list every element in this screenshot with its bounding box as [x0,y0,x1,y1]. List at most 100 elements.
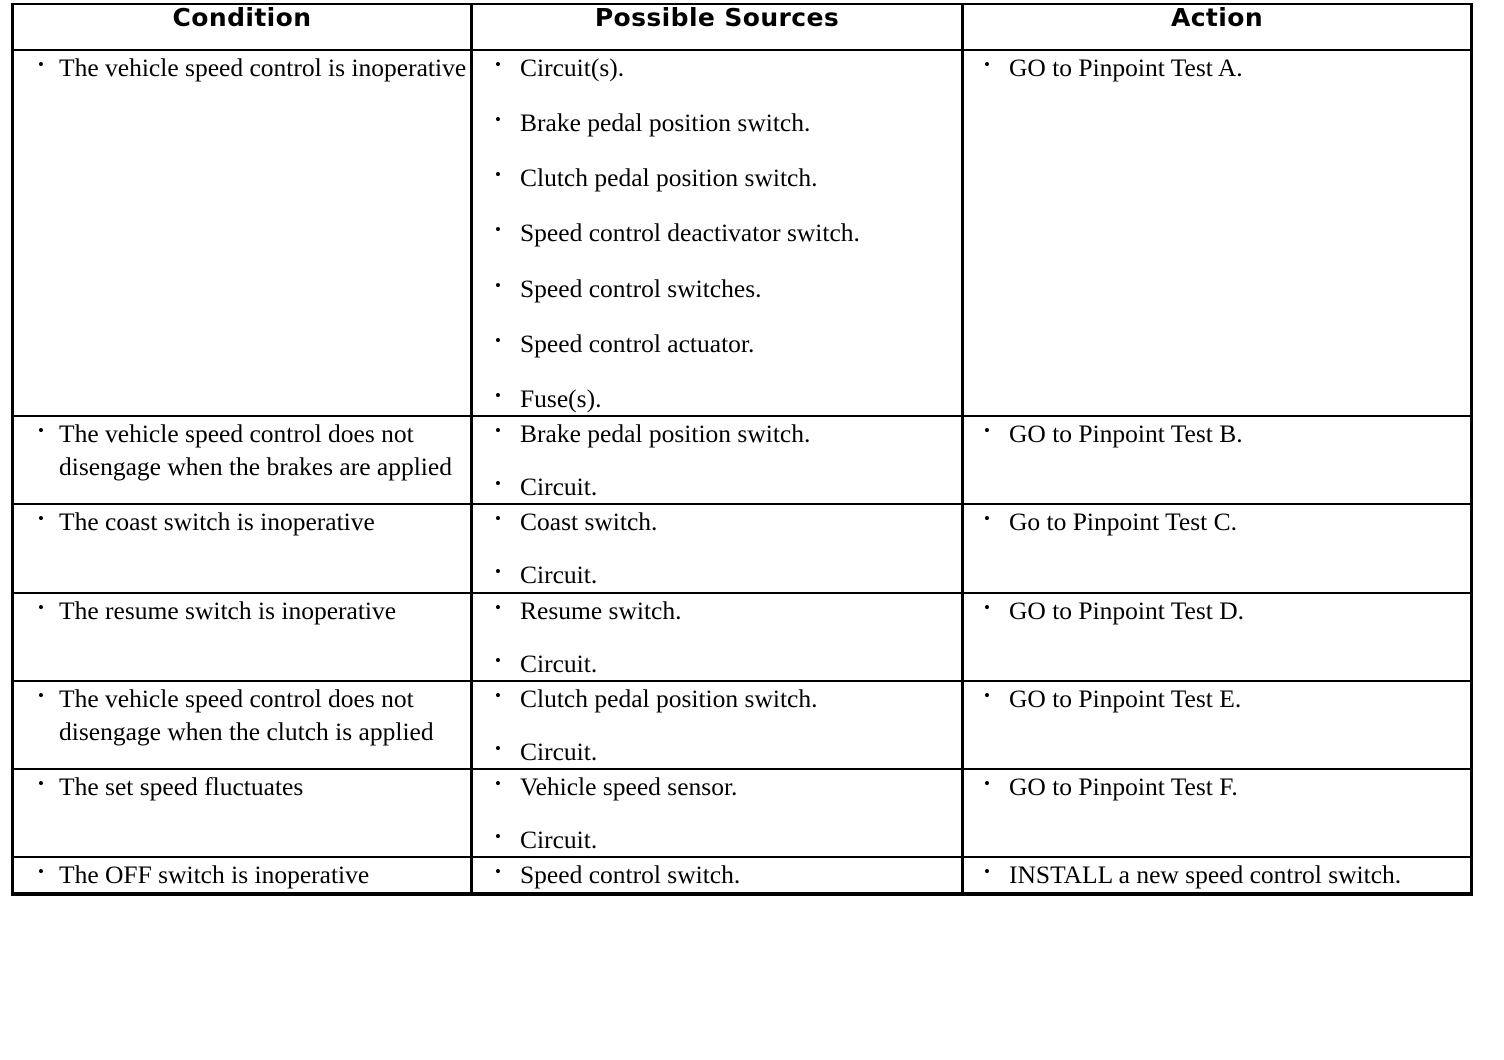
list-item-label: Fuse(s). [520,383,602,413]
bullet-icon: • [495,165,501,185]
bullet-icon: • [38,509,44,529]
action-list: •GO to Pinpoint Test E. [964,682,1470,715]
list-item: • Go to Pinpoint Test C. [964,505,1470,538]
list-item: •Coast switch. [473,505,961,538]
bullet-icon: • [984,420,990,440]
possible-sources-list: • Vehicle speed sensor. • Circuit. [473,770,961,856]
condition-cell: • The set speed fluctuates [11,768,473,859]
action-list: •GO to Pinpoint Test F. [964,770,1470,803]
list-item: • The set speed fluctuates [14,770,470,803]
bullet-icon: • [495,650,501,670]
list-item-label: Circuit. [520,560,598,590]
table-row: • The vehicle speed control does not dise… [11,679,1473,771]
list-item: •Speed control actuator. [473,327,961,360]
table-row: • The set speed fluctuates • Vehicle speed … [11,768,1473,859]
list-item-label: Speed control switches. [520,273,762,303]
list-item: • The OFF switch is inoperative [14,858,470,891]
bullet-icon: • [495,738,501,758]
bullet-icon: • [495,685,501,705]
possible-sources-list: •Resume switch.•Circuit. [473,594,961,680]
list-item-label: Vehicle speed sensor. [520,772,738,802]
bullet-icon: • [38,685,44,705]
possible-sources-cell: • Circuit(s). • Brake pedal position switch… [470,49,964,417]
bullet-icon: • [495,275,501,295]
list-item: •GO to Pinpoint Test D. [964,594,1470,627]
list-item: • INSTALL a new speed control switch. [964,858,1470,891]
bullet-icon: • [38,55,44,74]
list-item-label: The resume switch is inoperative [59,595,397,625]
list-item: •The vehicle speed control does not dise… [14,417,470,483]
list-item-label: Brake pedal position switch. [520,418,811,448]
list-item-label: The set speed fluctuates [59,772,304,802]
list-item: • Circuit. [473,735,961,768]
condition-cell: • The vehicle speed control is inoperativ… [11,49,473,417]
possible-sources-cell: • Brake pedal position switch. •Circuit. [470,414,964,506]
list-item: • Brake pedal position switch. [473,417,961,450]
list-item-label: Circuit(s). [520,53,625,82]
condition-cell: • The resume switch is inoperative [11,591,473,682]
possible-sources-cell: • Clutch pedal position switch. • Circuit. [470,679,964,771]
bullet-icon: • [984,685,990,705]
list-item-label: Speed control actuator. [520,328,755,358]
table-row: • The resume switch is inoperative • Resume… [11,591,1473,682]
action-list: •GO to Pinpoint Test D. [964,594,1470,627]
bullet-icon: • [984,774,990,794]
condition-list: • The vehicle speed control does not dise… [14,682,470,748]
list-item-label: Circuit. [520,648,598,678]
list-item: • The resume switch is inoperative [14,594,470,627]
possible-sources-list: • Clutch pedal position switch. • Circuit. [473,682,961,768]
action-list: • INSTALL a new speed control switch. [964,858,1470,891]
list-item-label: Clutch pedal position switch. [520,683,818,713]
list-item-label: The coast switch is inoperative [59,507,375,537]
list-item: •Speed control deactivator switch. [473,216,961,249]
list-item-label: The vehicle speed control does not disen… [59,683,434,746]
list-item: • Circuit(s). [473,51,961,84]
bullet-icon: • [495,420,501,440]
list-item-label: Circuit. [520,825,598,855]
bullet-icon: • [38,597,44,617]
action-cell: •GO to Pinpoint Test B. [961,414,1473,506]
bullet-icon: • [38,420,44,440]
possible-sources-cell: •Coast switch.•Circuit. [470,503,964,594]
column-header-condition: Condition [11,3,473,51]
bullet-icon: • [495,562,501,582]
list-item: •Speed control switch. [473,858,961,891]
bullet-icon: • [495,474,501,494]
bullet-icon: • [495,827,501,847]
bullet-icon: • [984,55,990,74]
table-row: •The vehicle speed control does not dise… [11,414,1473,506]
list-item-label: Speed control switch. [520,860,741,890]
possible-sources-cell: •Resume switch.•Circuit. [470,591,964,682]
list-item-label: The OFF switch is inoperative [59,860,370,890]
condition-list: • The vehicle speed control is inoperativ… [14,51,470,84]
action-cell: •GO to Pinpoint Test F. [961,768,1473,859]
bullet-icon: • [984,509,990,529]
list-item-label: Go to Pinpoint Test C. [1009,507,1237,537]
bullet-icon: • [495,509,501,529]
column-header-possible-sources: Possible Sources [470,3,964,51]
possible-sources-cell: •Speed control switch. [470,856,964,896]
condition-cell: • The coast switch is inoperative [11,503,473,594]
bullet-icon: • [38,862,44,882]
list-item-label: INSTALL a new speed control switch. [1009,860,1402,890]
action-cell: •GO to Pinpoint Test E. [961,679,1473,771]
condition-cell: • The OFF switch is inoperative [11,856,473,896]
action-cell: •GO to Pinpoint Test D. [961,591,1473,682]
bullet-icon: • [38,774,44,794]
list-item-label: Resume switch. [520,595,682,625]
table-header: Condition Possible Sources Action [11,3,1473,51]
action-list: • Go to Pinpoint Test C. [964,505,1470,538]
possible-sources-list: •Coast switch.•Circuit. [473,505,961,591]
condition-list: • The coast switch is inoperative [14,505,470,538]
list-item: • Circuit. [473,823,961,856]
list-item: • Circuit. [473,558,961,591]
list-item: •Circuit. [473,470,961,503]
bullet-icon: • [495,55,501,74]
list-item-label: Circuit. [520,736,598,766]
condition-list: • The resume switch is inoperative [14,594,470,627]
list-item-label: The vehicle speed control is inoperative [59,53,467,82]
list-item-label: Brake pedal position switch. [520,108,811,138]
bullet-icon: • [984,862,990,882]
list-item-label: GO to Pinpoint Test A. [1009,53,1243,82]
bullet-icon: • [495,385,501,405]
